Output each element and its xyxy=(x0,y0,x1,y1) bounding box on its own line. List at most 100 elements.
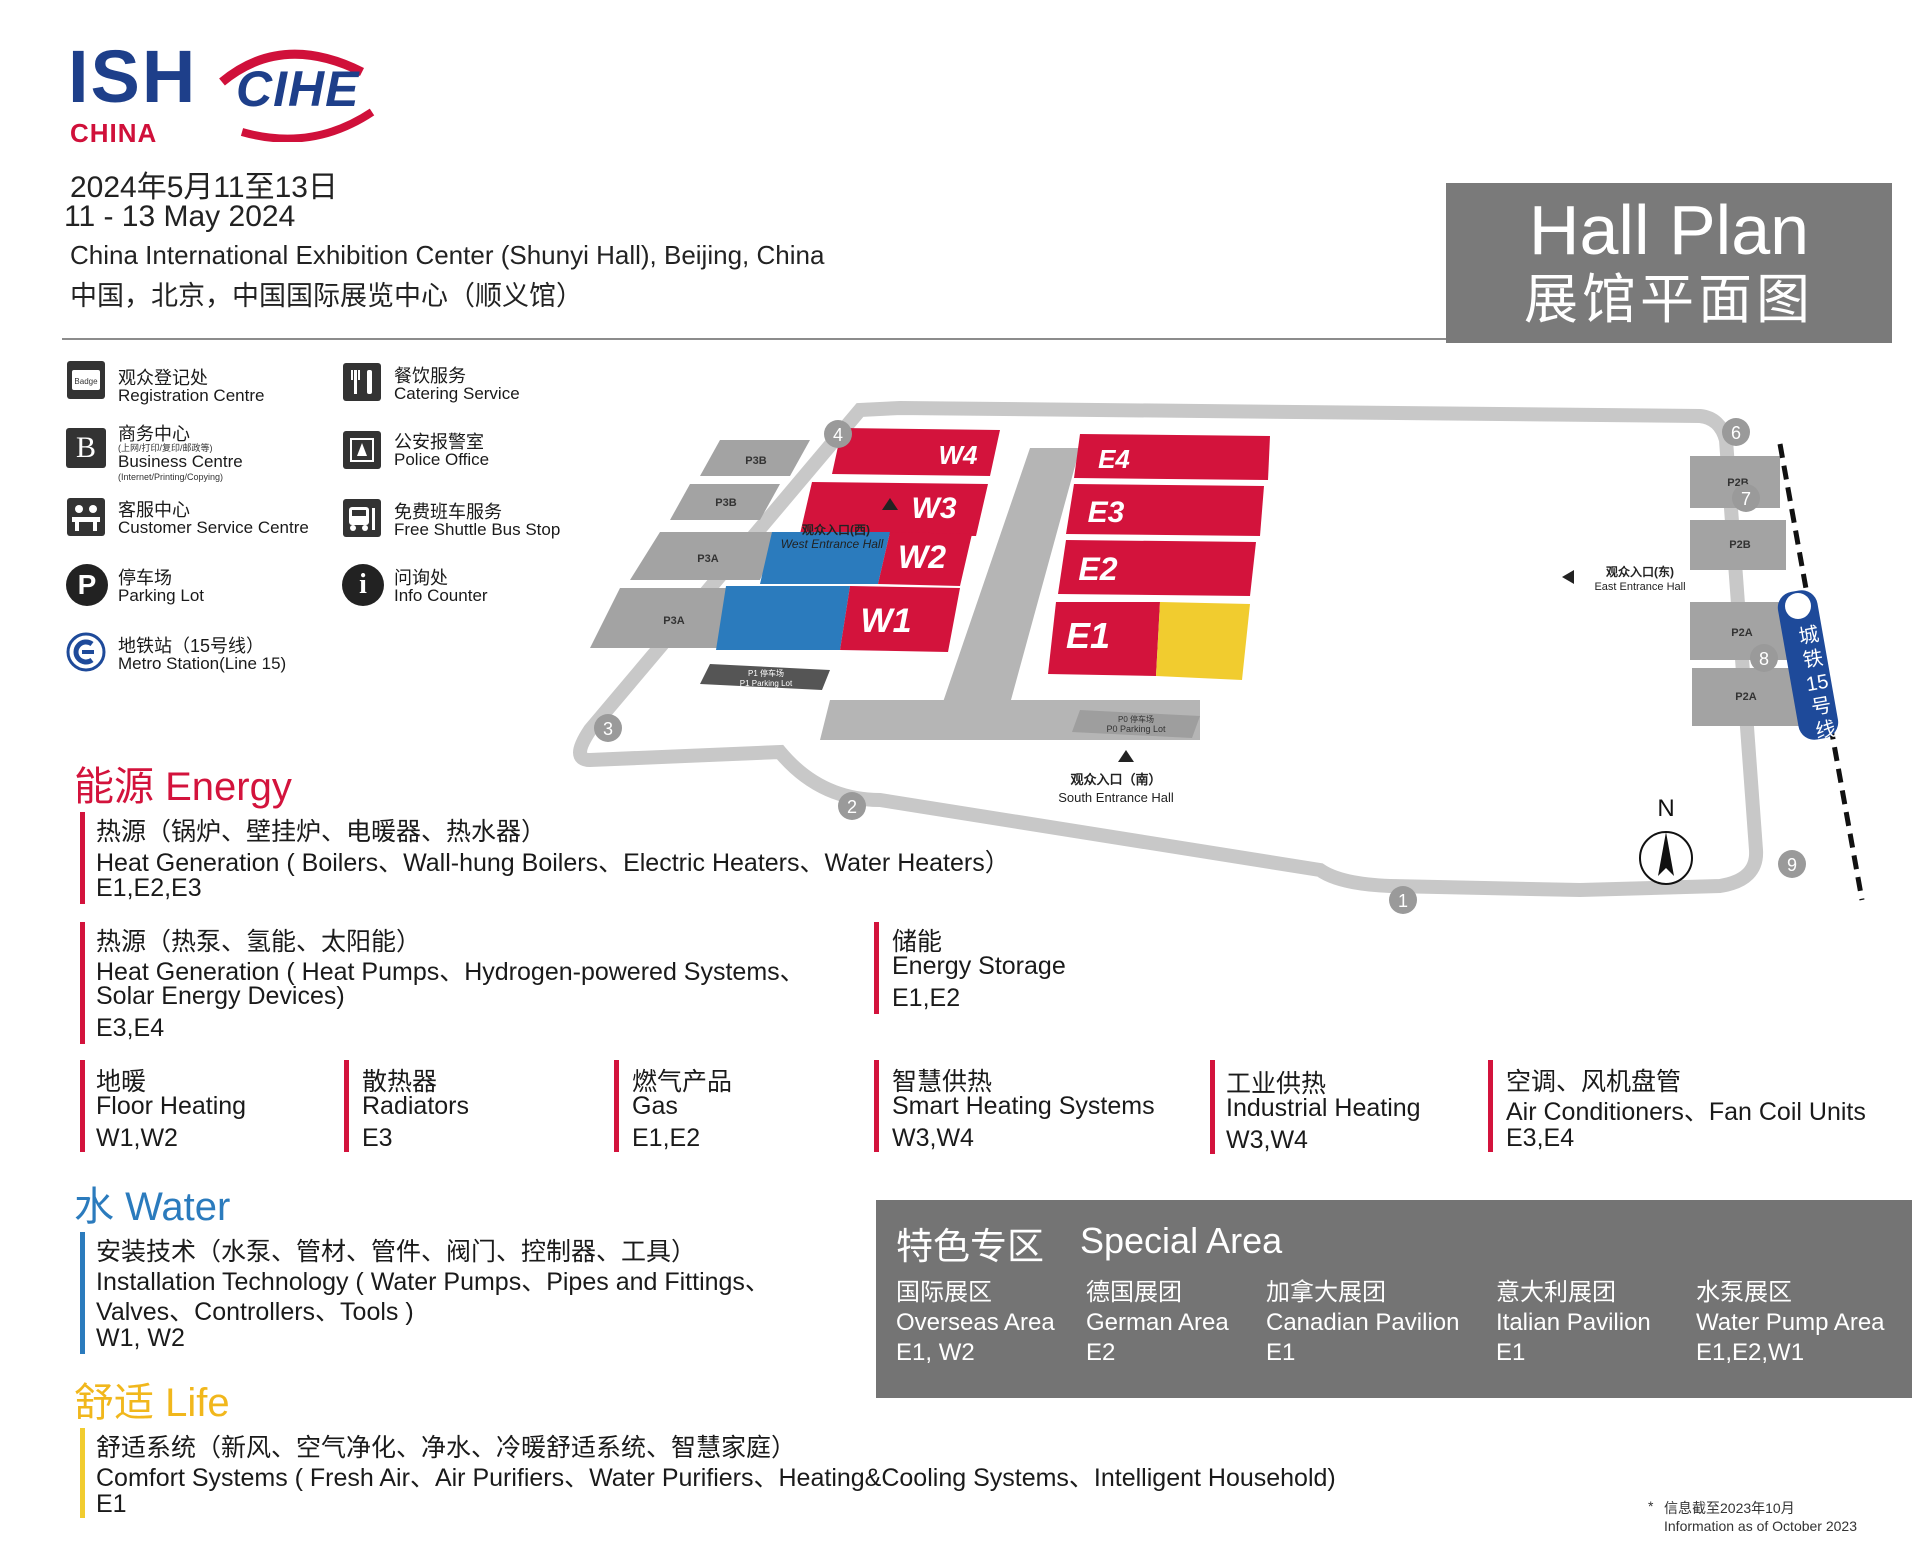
energy-cat-9-en: Air Conditioners、Fan Coil Units xyxy=(1506,1098,1866,1126)
hall-w1-water xyxy=(716,586,850,650)
legend-metro-cn: 地铁站（15号线） xyxy=(118,636,265,656)
energy-cat-6-cn: 燃气产品 xyxy=(632,1068,733,1096)
hall-w2 xyxy=(878,532,972,586)
metro-line-char: 15 xyxy=(1804,671,1830,697)
hall-label: E4 xyxy=(1098,444,1130,474)
gate-label: 6 xyxy=(1731,423,1741,443)
gate-marker xyxy=(1778,850,1806,878)
energy-cat-4-cn: 地暖 xyxy=(96,1068,147,1096)
hall-e1-life xyxy=(1156,602,1250,680)
p1-lot-label: P1 停车场 xyxy=(748,668,784,678)
special-item-italian: 意大利展团 Italian Pavilion E1 xyxy=(1496,1278,1651,1368)
special-area-box: 特色专区 Special Area 国际展区 Overseas Area E1,… xyxy=(876,1200,1912,1398)
energy-cat-2-halls: E3,E4 xyxy=(96,1014,165,1042)
hall-w2-water xyxy=(760,532,890,584)
central-concourse xyxy=(930,448,1080,740)
parking-p3a-2 xyxy=(590,588,760,648)
legend-customer-service-en: Customer Service Centre xyxy=(118,518,309,537)
gate-marker xyxy=(838,792,866,820)
legend-shuttle-cn: 免费班车服务 xyxy=(394,502,502,522)
metro-line-char: 城 xyxy=(1797,623,1821,649)
energy-bar xyxy=(80,922,85,1044)
east-entrance-en: East Entrance Hall xyxy=(1594,581,1685,593)
event-date-en: 11 - 13 May 2024 xyxy=(64,200,296,233)
energy-cat-7-halls: W3,W4 xyxy=(892,1124,974,1152)
special-item-en: German Area xyxy=(1086,1309,1229,1336)
energy-cat-9-halls: E3,E4 xyxy=(1506,1124,1575,1152)
hall-e1 xyxy=(1048,602,1160,676)
special-area-title-en: Special Area xyxy=(1080,1220,1283,1261)
water-title: 水 Water xyxy=(74,1185,231,1229)
energy-bar xyxy=(80,812,85,904)
special-area-title-cn: 特色专区 xyxy=(896,1226,1044,1267)
legend-catering-cn: 餐饮服务 xyxy=(394,366,466,386)
south-entrance-cn: 观众入口（南） xyxy=(1070,772,1161,787)
footnote-cn: 信息截至2023年10月 xyxy=(1664,1500,1795,1516)
ish-logo: ISH xyxy=(68,35,198,118)
venue-map: P3B P3B P3A P3A P2B P2B P2A P2A W4 W3 W2… xyxy=(573,400,1865,914)
energy-cat-1-halls: E1,E2,E3 xyxy=(96,874,202,902)
parking-p2a-2 xyxy=(1692,668,1804,726)
energy-cat-4-halls: W1,W2 xyxy=(96,1124,178,1152)
cihe-swoosh-icon xyxy=(219,49,375,143)
gate-marker xyxy=(1389,886,1417,914)
metro-line-char: 线 xyxy=(1814,717,1838,743)
special-item-en: Overseas Area xyxy=(896,1309,1055,1336)
metro-station-icon xyxy=(1785,593,1811,619)
gate-marker xyxy=(1722,418,1750,446)
parking-label: P3A xyxy=(663,615,684,627)
hall-label: W4 xyxy=(939,440,979,470)
legend-business-cn: 商务中心 xyxy=(118,424,190,444)
parking-p3a-1 xyxy=(630,532,780,580)
hall-label: W3 xyxy=(912,492,957,525)
special-item-halls: E1,E2,W1 xyxy=(1696,1339,1805,1366)
west-entrance-arrow-icon xyxy=(882,498,898,510)
energy-bar xyxy=(1210,1060,1215,1154)
special-item-cn: 加拿大展团 xyxy=(1266,1279,1386,1306)
special-item-halls: E1 xyxy=(1496,1339,1526,1366)
catering-icon xyxy=(343,363,381,401)
parking-p1 xyxy=(700,664,830,690)
hall-label: E2 xyxy=(1078,551,1117,587)
hall-label: W2 xyxy=(898,539,946,575)
ish-logo-subtitle: CHINA xyxy=(70,118,158,148)
badge-icon-text: Badge xyxy=(74,377,98,386)
energy-cat-8-cn: 工业供热 xyxy=(1226,1070,1327,1098)
police-icon xyxy=(343,431,381,469)
energy-cat-2-cn: 热源（热泵、氢能、太阳能） xyxy=(96,928,422,956)
legend-registration-cn: 观众登记处 xyxy=(118,368,208,388)
west-entrance-cn: 观众入口(西) xyxy=(802,522,870,537)
north-label: N xyxy=(1657,795,1674,822)
header-divider xyxy=(62,338,1446,340)
energy-cat-2-en2: Solar Energy Devices) xyxy=(96,982,345,1010)
badge-icon: Badge xyxy=(67,361,105,399)
hall-label: W1 xyxy=(861,602,912,640)
parking-p0 xyxy=(1072,710,1200,738)
special-item-halls: E1 xyxy=(1266,1339,1296,1366)
life-halls: E1 xyxy=(96,1490,127,1518)
metro-icon xyxy=(66,632,106,672)
parking-label: P2A xyxy=(1731,627,1752,639)
footnote-mark: * xyxy=(1648,1498,1654,1514)
energy-bar xyxy=(874,922,879,1014)
legend-business-en: Business Centre xyxy=(118,452,243,471)
special-item-cn: 德国展团 xyxy=(1086,1279,1182,1306)
energy-cat-1-en: Heat Generation ( Boilers、Wall-hung Boil… xyxy=(96,849,1010,877)
gate-marker xyxy=(1732,484,1760,512)
parking-label: P3A xyxy=(697,553,718,565)
hall-plan-title-en: Hall Plan xyxy=(1528,191,1810,269)
special-item-en: Italian Pavilion xyxy=(1496,1309,1651,1336)
gate-label: 4 xyxy=(833,425,843,445)
special-item-cn: 国际展区 xyxy=(896,1279,992,1306)
metro-station: 城铁15号线 xyxy=(1777,590,1839,743)
parking-label: P3B xyxy=(745,455,766,467)
legend-customer-service-cn: 客服中心 xyxy=(118,500,190,520)
business-centre-icon: B xyxy=(66,428,106,468)
hall-e3 xyxy=(1066,484,1264,536)
legend-info-en: Info Counter xyxy=(394,586,488,605)
parking-icon: P xyxy=(66,564,108,606)
legend-registration-en: Registration Centre xyxy=(118,386,265,405)
hall-plan-title-box: Hall Plan 展馆平面图 xyxy=(1446,183,1892,343)
life-title: 舒适 Life xyxy=(74,1381,230,1425)
venue-cn: 中国，北京，中国国际展览中心（顺义馆） xyxy=(70,281,583,311)
